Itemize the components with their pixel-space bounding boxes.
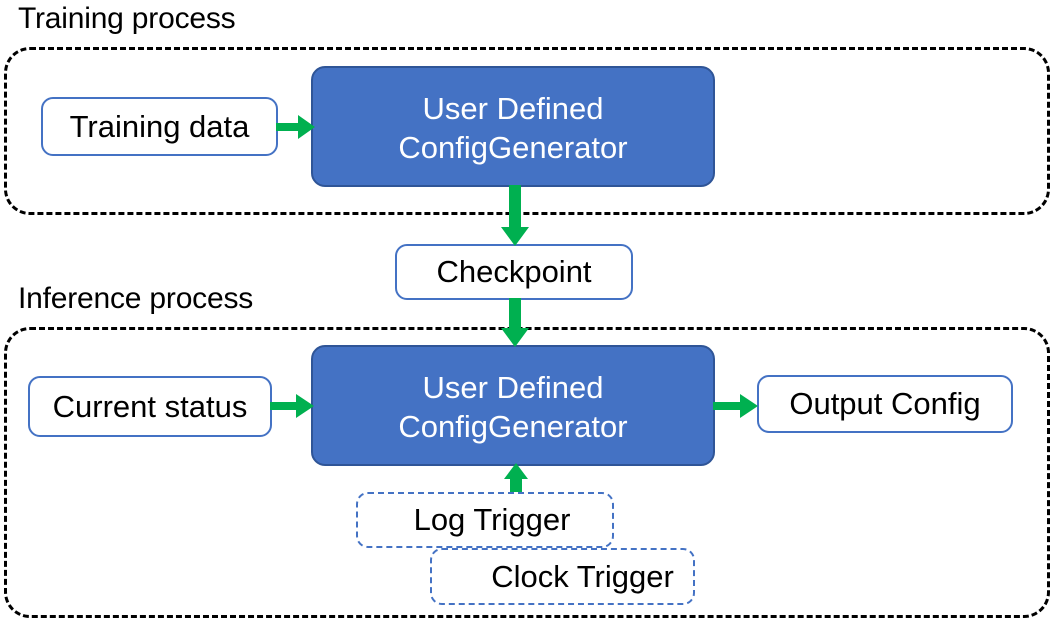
node-clock-trigger[interactable]: Clock Trigger bbox=[430, 548, 695, 605]
node-inference-config-generator-label: User Defined ConfigGenerator bbox=[398, 369, 628, 444]
node-log-trigger[interactable]: Log Trigger bbox=[356, 492, 614, 548]
node-output-config-label: Output Config bbox=[789, 386, 981, 421]
arrow-inference-generator-to-output-config bbox=[713, 391, 759, 421]
arrow-generator-to-checkpoint bbox=[500, 185, 530, 247]
node-current-status-label: Current status bbox=[52, 388, 248, 424]
node-training-data[interactable]: Training data bbox=[41, 97, 278, 156]
inference-process-caption: Inference process bbox=[18, 282, 254, 315]
node-output-config[interactable]: Output Config bbox=[757, 375, 1013, 433]
node-clock-trigger-label: Clock Trigger bbox=[491, 558, 674, 594]
node-training-data-label: Training data bbox=[69, 108, 250, 144]
arrow-checkpoint-to-inference-generator bbox=[500, 298, 530, 348]
node-checkpoint-label: Checkpoint bbox=[436, 254, 592, 289]
training-process-container bbox=[4, 47, 1050, 215]
arrow-current-status-to-inference-generator bbox=[270, 391, 315, 421]
node-inference-config-generator[interactable]: User Defined ConfigGenerator bbox=[311, 345, 715, 466]
arrow-trigger-to-inference-generator bbox=[503, 463, 529, 497]
node-training-config-generator-label: User Defined ConfigGenerator bbox=[398, 90, 628, 165]
training-process-caption: Training process bbox=[18, 2, 236, 35]
node-log-trigger-label: Log Trigger bbox=[413, 502, 571, 537]
node-checkpoint[interactable]: Checkpoint bbox=[395, 244, 633, 300]
node-training-config-generator[interactable]: User Defined ConfigGenerator bbox=[311, 66, 715, 187]
arrow-training-data-to-generator bbox=[276, 112, 316, 142]
node-current-status[interactable]: Current status bbox=[28, 376, 272, 437]
